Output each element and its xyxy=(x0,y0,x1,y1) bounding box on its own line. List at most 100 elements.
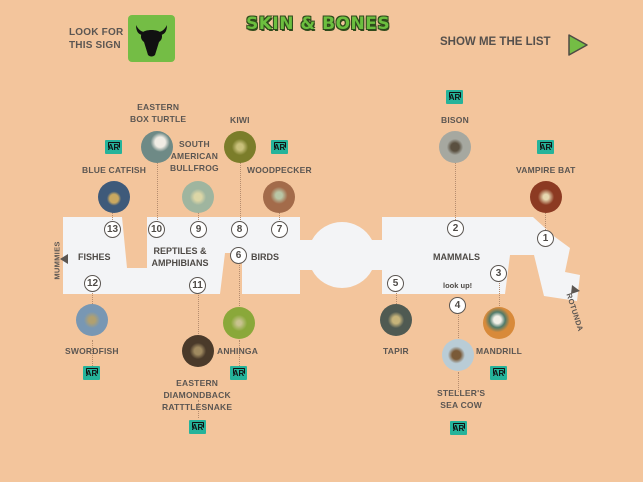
ar-badge-bison[interactable]: AR xyxy=(446,90,463,104)
thumb-stellers-sea-cow[interactable] xyxy=(442,339,474,371)
exhibit-name-woodpecker[interactable]: WOODPECKER xyxy=(247,165,312,175)
thumb-mandrill[interactable] xyxy=(483,307,515,339)
ar-badge-anhinga[interactable]: AR xyxy=(230,366,247,380)
exhibit-name-vampire-bat[interactable]: VAMPIRE BAT xyxy=(516,165,576,175)
marker-9[interactable]: 9 xyxy=(190,221,207,238)
thumb-kiwi[interactable] xyxy=(224,131,256,163)
connector xyxy=(198,400,199,418)
connector xyxy=(458,372,459,392)
ar-badge-blue-catfish[interactable]: AR xyxy=(105,140,122,154)
marker-4[interactable]: 4 xyxy=(449,297,466,314)
name-line: EASTERN xyxy=(137,102,180,112)
play-arrow-icon[interactable] xyxy=(567,33,589,57)
thumb-eastern-box-turtle[interactable] xyxy=(141,131,173,163)
exhibit-name-tapir[interactable]: TAPIR xyxy=(383,346,409,356)
ar-label: AR xyxy=(232,369,245,378)
connector xyxy=(545,210,546,234)
name-line: SEA COW xyxy=(440,400,482,410)
exhibit-name-blue-catfish[interactable]: BLUE CATFISH xyxy=(82,165,147,175)
ar-label: AR xyxy=(539,143,552,152)
connector xyxy=(239,262,240,310)
marker-8[interactable]: 8 xyxy=(231,221,248,238)
ar-label: AR xyxy=(191,423,204,432)
exhibit-name-bullfrog[interactable]: SOUTH AMERICAN BULLFROG xyxy=(170,138,219,174)
exhibit-name-stellers-sea-cow[interactable]: STELLER'S SEA COW xyxy=(437,387,485,411)
connector xyxy=(455,158,456,222)
ar-badge-woodpecker[interactable]: AR xyxy=(271,140,288,154)
bison-skull-icon xyxy=(136,25,167,57)
name-line: EASTERN xyxy=(176,378,219,388)
thumb-tapir[interactable] xyxy=(380,304,412,336)
marker-13[interactable]: 13 xyxy=(104,221,121,238)
sign-hint-label: LOOK FOR THIS SIGN xyxy=(69,26,123,52)
sign-hint-line2: THIS SIGN xyxy=(69,40,121,51)
ar-badge-vampire-bat[interactable]: AR xyxy=(537,140,554,154)
name-line: SOUTH xyxy=(179,139,210,149)
connector xyxy=(112,212,113,226)
connector xyxy=(240,162,241,222)
exhibit-name-rattlesnake[interactable]: EASTERN DIAMONDBACK RATTTLESNAKE xyxy=(162,377,232,413)
marker-10[interactable]: 10 xyxy=(148,221,165,238)
thumb-rattlesnake[interactable] xyxy=(182,335,214,367)
connector xyxy=(499,280,500,308)
marker-2[interactable]: 2 xyxy=(447,220,464,237)
ar-badge-stellers-sea-cow[interactable]: AR xyxy=(450,421,467,435)
hall-reptiles-line2: AMPHIBIANS xyxy=(151,258,209,268)
hall-reptiles-label: REPTILES & AMPHIBIANS xyxy=(150,245,210,269)
thumb-swordfish[interactable] xyxy=(76,304,108,336)
floor-shape xyxy=(63,217,580,301)
connector xyxy=(239,340,240,366)
show-list-button[interactable]: SHOW ME THE LIST xyxy=(440,36,551,48)
connector xyxy=(198,290,199,340)
ar-label: AR xyxy=(452,424,465,433)
connector xyxy=(92,340,93,366)
hall-reptiles-line1: REPTILES & xyxy=(153,246,207,256)
marker-5[interactable]: 5 xyxy=(387,275,404,292)
exhibit-name-kiwi[interactable]: KIWI xyxy=(230,115,250,125)
thumb-bison[interactable] xyxy=(439,131,471,163)
exhibit-name-eastern-box-turtle[interactable]: EASTERN BOX TURTLE xyxy=(130,101,186,125)
exhibit-name-bison[interactable]: BISON xyxy=(441,115,469,125)
page-title: SKIN & BONES xyxy=(246,14,391,34)
connector xyxy=(198,212,199,226)
ar-badge-rattlesnake[interactable]: AR xyxy=(189,420,206,434)
exhibit-name-swordfish[interactable]: SWORDFISH xyxy=(65,346,119,356)
hall-birds-label: BIRDS xyxy=(251,252,280,262)
ar-badge-mandrill[interactable]: AR xyxy=(490,366,507,380)
bison-skull-sign xyxy=(128,15,175,62)
connector xyxy=(92,288,93,310)
thumb-bullfrog[interactable] xyxy=(182,181,214,213)
left-arrow-icon[interactable] xyxy=(60,254,69,264)
name-line: DIAMONDBACK xyxy=(163,390,231,400)
ar-label: AR xyxy=(85,369,98,378)
connector xyxy=(279,212,280,226)
thumb-anhinga[interactable] xyxy=(223,307,255,339)
thumb-blue-catfish[interactable] xyxy=(98,181,130,213)
sign-hint-line1: LOOK FOR xyxy=(69,27,124,38)
marker-12[interactable]: 12 xyxy=(84,275,101,292)
name-line: BULLFROG xyxy=(170,163,219,173)
name-line: BOX TURTLE xyxy=(130,114,187,124)
ar-badge-swordfish[interactable]: AR xyxy=(83,366,100,380)
marker-3[interactable]: 3 xyxy=(490,265,507,282)
marker-7[interactable]: 7 xyxy=(271,221,288,238)
ar-label: AR xyxy=(107,143,120,152)
look-up-note: look up! xyxy=(443,281,473,290)
marker-11[interactable]: 11 xyxy=(189,277,206,294)
thumb-woodpecker[interactable] xyxy=(263,181,295,213)
ar-label: AR xyxy=(273,143,286,152)
exhibit-name-mandrill[interactable]: MANDRILL xyxy=(476,346,522,356)
hall-fishes-label: FISHES xyxy=(78,252,111,262)
hall-mammals-label: MAMMALS xyxy=(433,252,480,262)
right-arrow-icon[interactable] xyxy=(571,285,581,295)
marker-1[interactable]: 1 xyxy=(537,230,554,247)
name-line: RATTTLESNAKE xyxy=(162,402,233,412)
exhibit-name-anhinga[interactable]: ANHINGA xyxy=(217,346,259,356)
marker-6[interactable]: 6 xyxy=(230,247,247,264)
ar-label: AR xyxy=(492,369,505,378)
connector xyxy=(396,288,397,308)
thumb-vampire-bat[interactable] xyxy=(530,181,562,213)
name-line: AMERICAN xyxy=(170,151,219,161)
name-line: STELLER'S xyxy=(437,388,486,398)
connector xyxy=(458,310,459,340)
